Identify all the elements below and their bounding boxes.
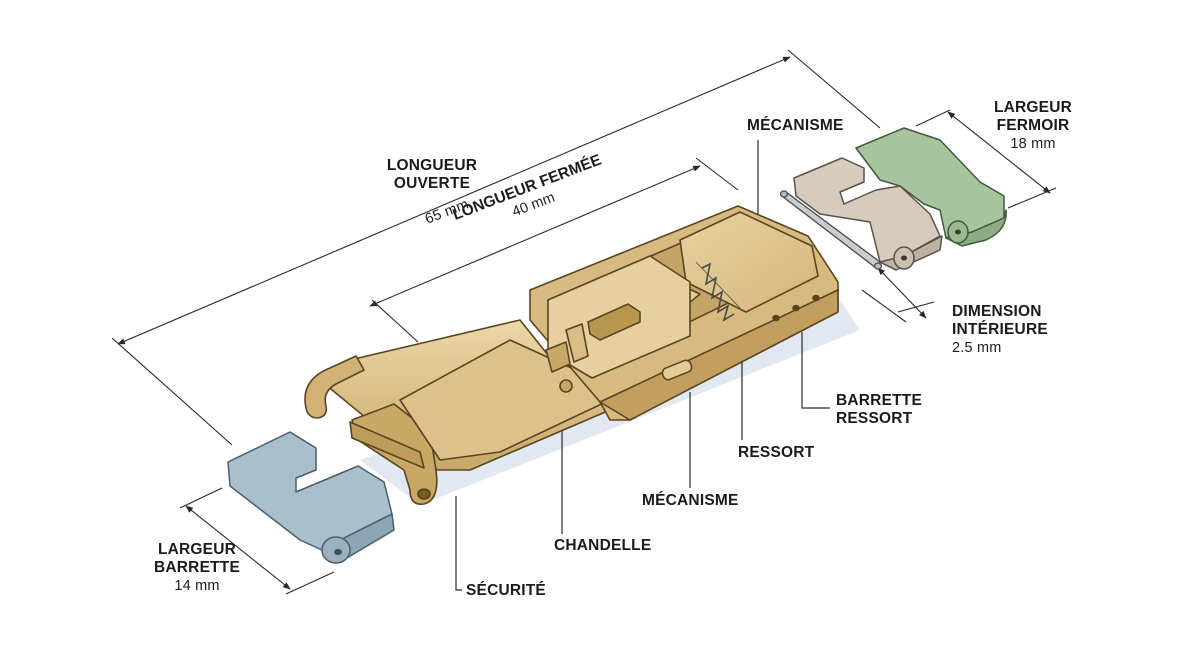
- strap-piece-right-green: [855, 127, 1007, 247]
- label-dimension-interieure: DIMENSION INTÉRIEURE 2.5 mm: [952, 303, 1048, 357]
- label-largeur-barrette: LARGEUR BARRETTE 14 mm: [142, 541, 252, 595]
- label-largeur-barrette-line2: BARRETTE: [154, 559, 240, 576]
- label-longueur-ouverte: LONGUEUR OUVERTE 65 mm: [372, 157, 492, 228]
- value-largeur-barrette: 14 mm: [174, 578, 220, 594]
- label-ressort: RESSORT: [738, 444, 815, 461]
- label-largeur-fermoir-line1: LARGEUR: [993, 99, 1073, 116]
- label-barrette-ressort: BARRETTE RESSORT: [836, 392, 922, 428]
- label-dimension-interieure-line1: DIMENSION: [952, 303, 1042, 320]
- dim-longueur-fermee: [369, 165, 701, 307]
- dim-largeur-barrette: [185, 505, 291, 590]
- leader-lines: [455, 140, 830, 591]
- label-barrette-ressort-line2: RESSORT: [836, 410, 913, 427]
- leader-barrette-ressort: [801, 332, 830, 409]
- label-longueur-ouverte-line1: LONGUEUR: [386, 157, 478, 174]
- label-dimension-interieure-line2: INTÉRIEURE: [952, 321, 1048, 338]
- label-largeur-barrette-line1: LARGEUR: [157, 541, 237, 558]
- strap-piece-left-blue: [227, 431, 395, 564]
- label-barrette-ressort-line1: BARRETTE: [836, 392, 922, 409]
- label-longueur-ouverte-line2: OUVERTE: [393, 175, 471, 192]
- label-mecanisme-top: MÉCANISME: [747, 117, 844, 134]
- spring: [695, 261, 741, 322]
- label-largeur-fermoir-line2: FERMOIR: [996, 117, 1070, 134]
- strap-piece-right-beige: [793, 157, 943, 271]
- label-chandelle: CHANDELLE: [554, 537, 652, 554]
- clasp-main: [304, 205, 839, 506]
- leader-securite: [455, 496, 462, 591]
- label-securite: SÉCURITÉ: [466, 582, 546, 599]
- dim-largeur-fermoir: [947, 111, 1051, 194]
- label-largeur-fermoir: LARGEUR FERMOIR 18 mm: [978, 99, 1088, 153]
- dim-interieure: [877, 267, 927, 319]
- dimension-lines: [111, 49, 1057, 595]
- value-dimension-interieure: 2.5 mm: [952, 340, 1002, 356]
- value-largeur-fermoir: 18 mm: [1010, 136, 1056, 152]
- label-mecanisme-bottom: MÉCANISME: [642, 492, 739, 509]
